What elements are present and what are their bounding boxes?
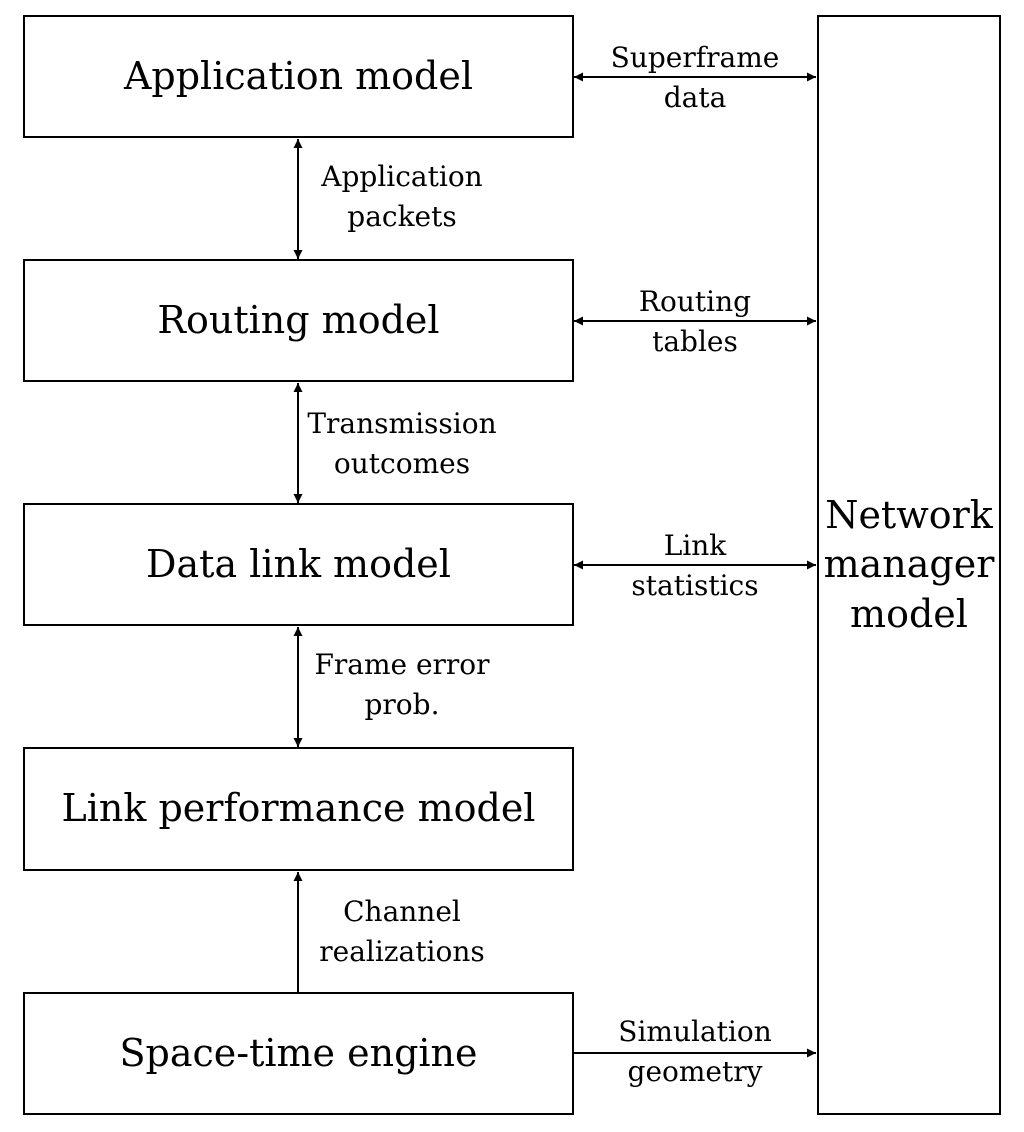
application-packets-label: Application packets xyxy=(321,160,483,233)
frame-error-prob-label: Frame error prob. xyxy=(314,648,490,721)
routing-model-box: Routing model xyxy=(23,259,574,382)
application-model-label: Application model xyxy=(123,53,474,98)
routing-tables-label: Routing tables xyxy=(638,285,752,358)
data-link-model-box: Data link model xyxy=(23,503,574,626)
network-manager-label-line-3: model xyxy=(850,591,968,636)
network-manager-label-line-2: manager xyxy=(823,542,995,587)
transmission-outcomes-label: Transmission outcomes xyxy=(307,407,497,480)
network-manager-model-label: Network manager model xyxy=(824,491,995,639)
simulation-geometry-label: Simulation geometry xyxy=(618,1015,772,1088)
space-time-engine-box: Space-time engine xyxy=(23,992,574,1115)
routing-model-label: Routing model xyxy=(157,297,440,342)
space-time-engine-label: Space-time engine xyxy=(119,1030,478,1075)
network-manager-label-line-1: Network xyxy=(825,492,993,537)
superframe-data-label: Superframe data xyxy=(610,41,780,114)
application-model-box: Application model xyxy=(23,15,574,138)
link-performance-model-label: Link performance model xyxy=(61,786,536,831)
link-performance-model-box: Link performance model xyxy=(23,747,574,871)
network-manager-model-box: Network manager model xyxy=(817,15,1001,1115)
channel-realizations-label: Channel realizations xyxy=(319,895,485,968)
link-statistics-label: Link statistics xyxy=(631,529,759,602)
data-link-model-label: Data link model xyxy=(146,541,451,586)
